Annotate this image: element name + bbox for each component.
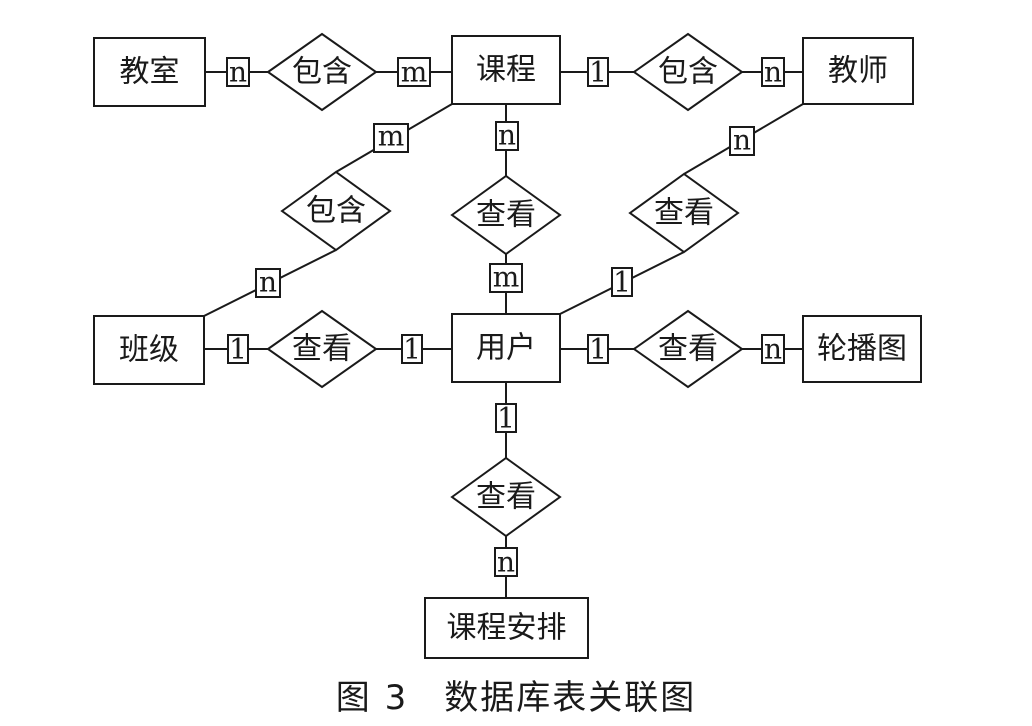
cardinality-label: n: [259, 266, 277, 299]
cardinality-label: n: [498, 119, 516, 152]
relationship-course-user: 查看: [450, 174, 562, 256]
relationship-label: 包含: [292, 55, 352, 90]
relationship-user-carousel: 查看: [632, 309, 744, 389]
relationship-classroom-course: 包含: [266, 32, 378, 112]
cardinality-label: 1: [589, 333, 607, 366]
relationship-label: 包含: [658, 55, 718, 90]
relationship-label: 查看: [654, 196, 714, 231]
entity-classroom: 教室: [93, 37, 206, 107]
cardinality-label: m: [378, 120, 405, 153]
cardinality-label: n: [733, 124, 751, 157]
entity-label: 班级: [119, 333, 179, 368]
figure-number: 图 3: [335, 678, 409, 718]
figure-caption: 图 3 数据库表关联图: [0, 670, 1032, 719]
entity-carousel: 轮播图: [802, 315, 922, 383]
cardinality-labels: n m 1 n m n n m n 1 1 1 1 n 1 n: [226, 56, 785, 579]
cardinality-label: m: [493, 261, 520, 294]
cardinality-label: n: [764, 56, 782, 89]
relationship-user-schedule: 查看: [450, 456, 562, 538]
cardinality-label: n: [764, 333, 782, 366]
relationship-label: 查看: [292, 332, 352, 367]
entity-label: 轮播图: [817, 332, 907, 367]
cardinality-label: 1: [589, 56, 607, 89]
entity-label: 用户: [476, 331, 536, 366]
relationship-label: 查看: [476, 198, 536, 233]
cardinality-label: 1: [403, 333, 421, 366]
entity-label: 教师: [828, 54, 888, 89]
entity-label: 课程安排: [447, 611, 567, 646]
entity-schedule: 课程安排: [424, 597, 589, 659]
entity-class: 班级: [93, 315, 205, 385]
relationship-course-teacher: 包含: [632, 32, 744, 112]
entity-label: 课程: [476, 53, 536, 88]
cardinality-label: 1: [613, 266, 631, 299]
relationship-label: 查看: [658, 332, 718, 367]
relationship-class-user: 查看: [266, 309, 378, 389]
entity-teacher: 教师: [802, 37, 914, 105]
relationship-label: 查看: [476, 480, 536, 515]
cardinality-label: 1: [229, 333, 247, 366]
relationship-label: 包含: [306, 194, 366, 229]
relationship-teacher-user: 查看: [628, 172, 740, 254]
relationship-course-class: 包含: [280, 170, 392, 252]
entity-label: 教室: [120, 55, 180, 90]
entity-user: 用户: [451, 313, 561, 383]
cardinality-label: 1: [497, 402, 515, 435]
cardinality-label: n: [497, 546, 515, 579]
cardinality-label: n: [229, 56, 247, 89]
figure-title: 数据库表关联图: [444, 678, 697, 718]
entity-course: 课程: [451, 35, 561, 105]
cardinality-label: m: [401, 56, 428, 89]
